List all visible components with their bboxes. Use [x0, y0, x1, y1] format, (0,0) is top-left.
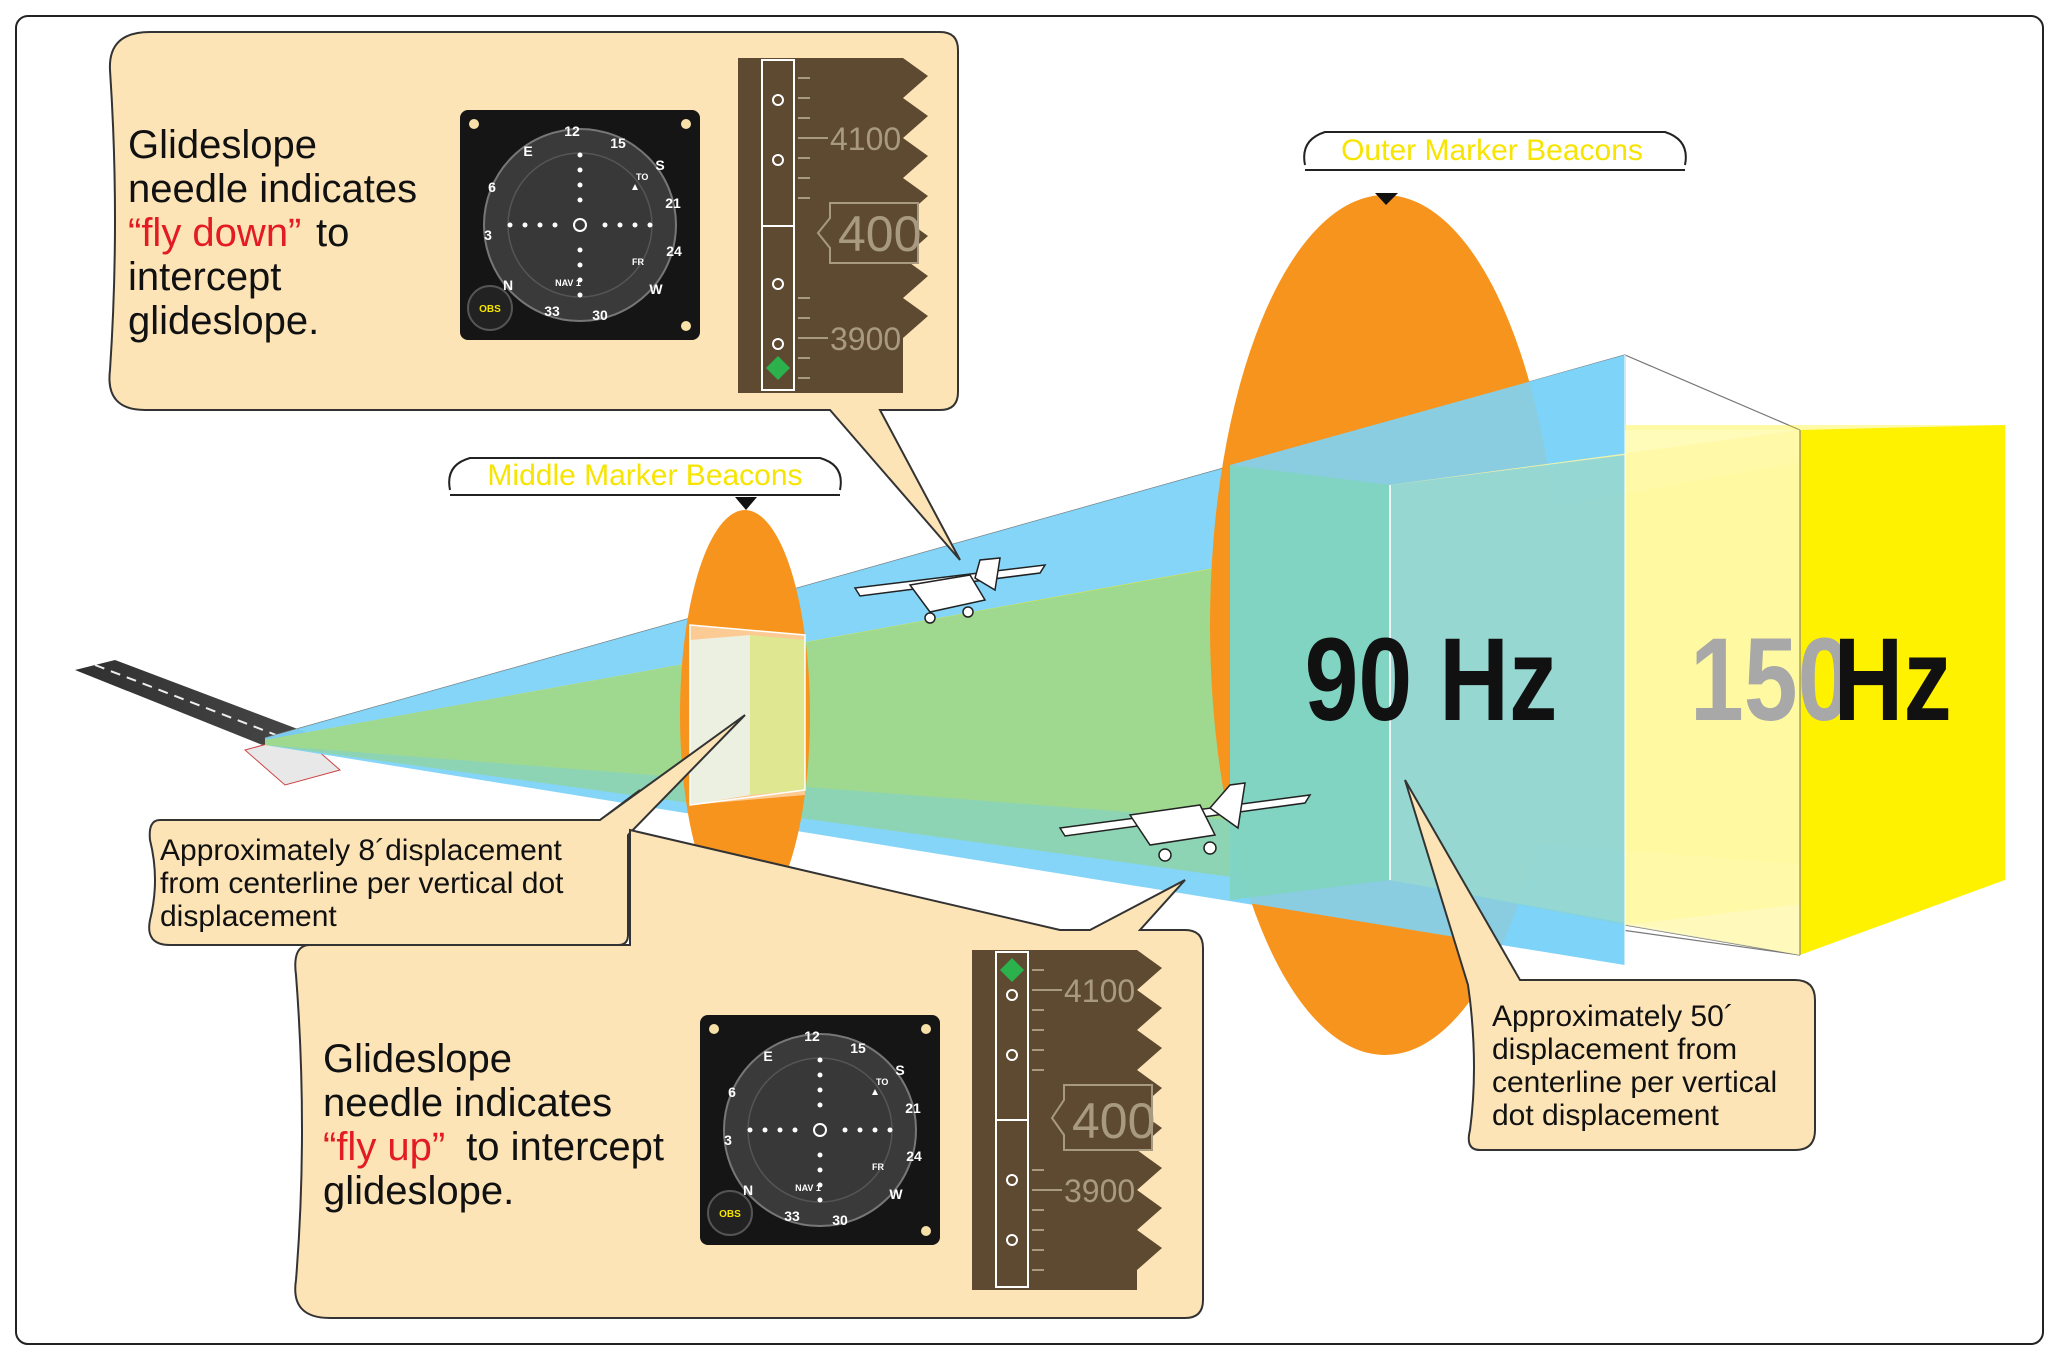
callout-bottom-fly-up: “fly up”	[323, 1125, 445, 1169]
compass-label-6: 6	[488, 179, 496, 195]
compass-label-S: S	[895, 1062, 904, 1078]
middle-marker-slice	[689, 624, 806, 806]
callout-bottom-to-intercept: to intercept	[455, 1125, 664, 1169]
label-90hz: 90 Hz	[1305, 613, 1558, 745]
note-right-line1: Approximately 50´	[1492, 1000, 1734, 1033]
cdi-instrument-bottom: 12 15 S 21 24 W 30 33 N 3 6 E TO	[699, 1014, 941, 1246]
callout-bottom-line2: needle indicates	[323, 1081, 612, 1125]
label-150hz: 150 Hz	[1690, 613, 1952, 745]
callout-fly-down: Glideslope needle indicates “fly down” t…	[108, 31, 961, 561]
altitude-tape-top: 4100 400 3900	[738, 58, 928, 393]
obs-knob-bottom	[707, 1190, 753, 1236]
compass-label-W: W	[649, 281, 663, 297]
cdi-instrument-top: 12 15 S 21 24 W 30 33 N 3 6 E TO	[459, 109, 701, 341]
tape-top-400: 400	[838, 206, 921, 262]
compass-label-3: 3	[484, 227, 492, 243]
cdi-bottom-to-flag: TO	[876, 1077, 888, 1087]
tape-bottom-4100: 4100	[1064, 973, 1135, 1009]
compass-label-30: 30	[832, 1212, 848, 1228]
note-left-line1: Approximately 8´displacement	[160, 834, 563, 867]
cdi-top-fr-flag: FR	[632, 257, 644, 267]
tape-bottom-3900: 3900	[1064, 1173, 1135, 1209]
outer-marker-label: Outer Marker Beacons	[1303, 131, 1687, 205]
note-8ft: Approximately 8´displacement from center…	[148, 714, 746, 946]
outer-marker-slice	[1230, 355, 2005, 965]
compass-label-33: 33	[544, 303, 560, 319]
compass-label-3: 3	[724, 1132, 732, 1148]
glideslope-diamond-high	[1000, 958, 1024, 982]
cdi-top-nav-label: NAV 1	[555, 278, 581, 288]
label-150-number: 150	[1690, 613, 1851, 745]
cdi-bottom-fr-flag: FR	[872, 1162, 884, 1172]
callout-bottom-line4: glideslope.	[323, 1169, 514, 1213]
callout-fly-up: Glideslope needle indicates “fly up” to …	[294, 828, 1204, 1319]
aircraft-low	[1058, 782, 1312, 862]
obs-label-top: OBS	[479, 304, 501, 315]
callout-top-line5: glideslope.	[128, 299, 319, 343]
compass-label-15: 15	[850, 1040, 866, 1056]
tape-top-3900: 3900	[830, 321, 901, 357]
compass-label-24: 24	[666, 243, 682, 259]
note-right-line2: displacement from	[1492, 1033, 1737, 1066]
compass-label-N: N	[503, 277, 513, 293]
altitude-tape-bottom: 4100 400 3900	[972, 950, 1162, 1290]
aircraft-high	[853, 557, 1047, 624]
compass-label-N: N	[743, 1182, 753, 1198]
compass-label-30: 30	[592, 307, 608, 323]
compass-label-12: 12	[564, 123, 580, 139]
callout-top-to: to	[316, 211, 349, 255]
label-150-unit: Hz	[1834, 613, 1952, 745]
outer-marker-text: Outer Marker Beacons	[1341, 134, 1643, 167]
compass-label-33: 33	[784, 1208, 800, 1224]
compass-label-15: 15	[610, 135, 626, 151]
compass-label-6: 6	[728, 1084, 736, 1100]
tape-top-4100: 4100	[830, 121, 901, 157]
callout-top-line2: needle indicates	[128, 167, 417, 211]
compass-label-24: 24	[906, 1148, 922, 1164]
note-left-line2: from centerline per vertical dot	[160, 867, 564, 900]
middle-marker-text: Middle Marker Beacons	[487, 459, 802, 492]
obs-knob-top	[467, 285, 513, 331]
note-right-line4: dot displacement	[1492, 1099, 1719, 1132]
compass-label-12: 12	[804, 1028, 820, 1044]
callout-bottom-line1: Glideslope	[323, 1037, 512, 1081]
compass-label-W: W	[889, 1186, 903, 1202]
compass-label-21: 21	[905, 1100, 921, 1116]
cdi-bottom-nav-label: NAV 1	[795, 1183, 821, 1193]
compass-label-E: E	[523, 143, 532, 159]
obs-label-bottom: OBS	[719, 1209, 741, 1220]
compass-label-21: 21	[665, 195, 681, 211]
callout-top-line4: intercept	[128, 255, 281, 299]
middle-marker-label: Middle Marker Beacons	[448, 457, 842, 510]
tape-bottom-400: 400	[1072, 1093, 1155, 1149]
note-right-line3: centerline per vertical	[1492, 1066, 1777, 1099]
cdi-top-to-flag: TO	[636, 172, 648, 182]
callout-top-fly-down: “fly down”	[128, 211, 301, 255]
compass-label-S: S	[655, 157, 664, 173]
note-50ft: Approximately 50´ displacement from cent…	[1404, 779, 1816, 1151]
note-left-line3: displacement	[160, 900, 337, 933]
callout-top-line1: Glideslope	[128, 123, 317, 167]
compass-label-E: E	[763, 1048, 772, 1064]
glideslope-diamond-low	[766, 356, 790, 380]
